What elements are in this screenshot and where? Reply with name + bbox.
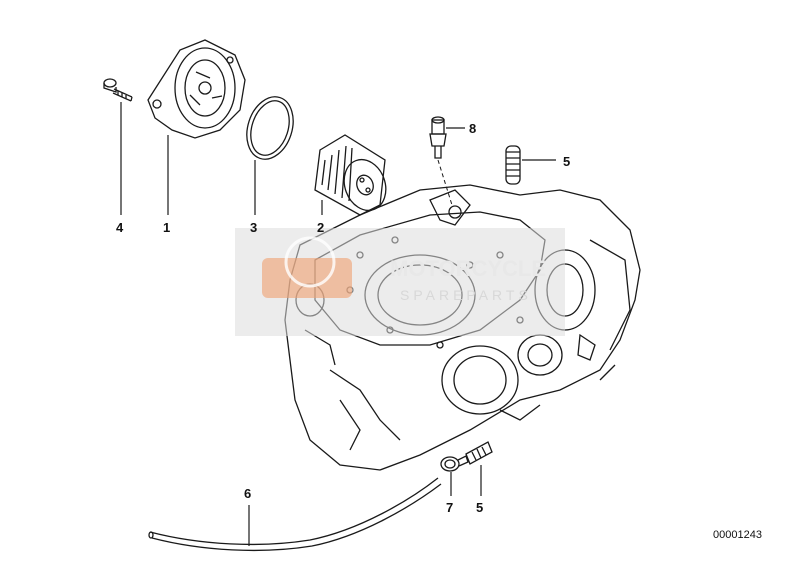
oil-filter	[314, 134, 387, 216]
spring-lower	[465, 441, 493, 465]
hose-clamp	[440, 455, 469, 472]
callout-5-upper: 5	[563, 154, 570, 169]
callout-6: 6	[244, 486, 251, 501]
callout-3: 3	[250, 220, 257, 235]
oil-pressure-switch	[429, 116, 447, 159]
callout-2: 2	[317, 220, 324, 235]
watermark: MOTORCYCLE SPAREPARTS	[235, 228, 565, 336]
spring	[505, 145, 521, 185]
hose	[148, 477, 442, 552]
bolt	[103, 78, 133, 102]
callout-4: 4	[116, 220, 124, 235]
callout-8: 8	[469, 121, 476, 136]
callout-1: 1	[163, 220, 170, 235]
o-ring	[246, 96, 294, 160]
reference-number: 00001243	[713, 529, 762, 541]
watermark-subtext: SPAREPARTS	[400, 287, 532, 303]
callout-5-lower: 5	[476, 500, 483, 515]
oil-filter-cover	[147, 39, 246, 139]
watermark-text: MOTORCYCLE	[390, 256, 546, 281]
callout-7: 7	[446, 500, 453, 515]
